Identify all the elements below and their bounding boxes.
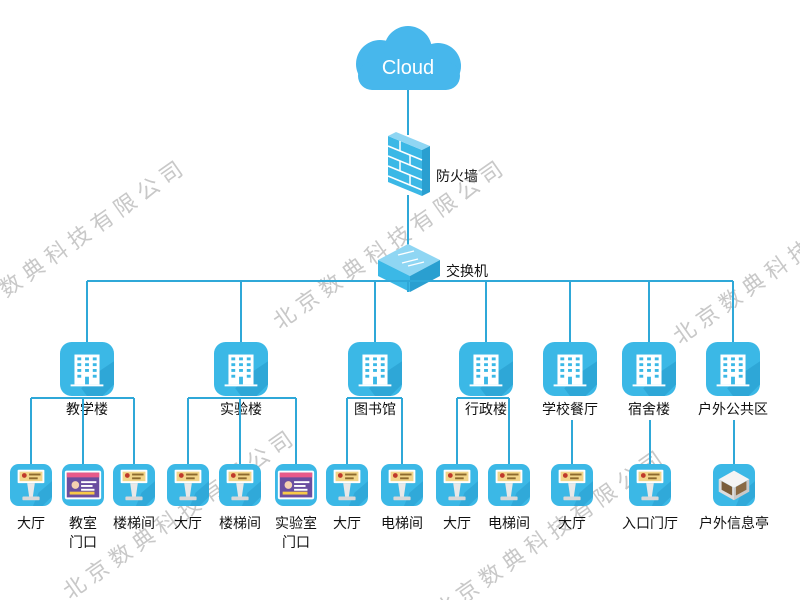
kiosk-icon <box>167 464 209 506</box>
device-label-line: 实验室 <box>275 515 317 532</box>
device-label: 户外信息亭 <box>699 515 769 532</box>
firewall-icon <box>387 132 430 196</box>
device-label: 楼梯间 <box>219 516 261 532</box>
cloud-icon: Cloud <box>356 26 461 90</box>
device-label: 大厅 <box>443 516 471 532</box>
device-label: 入口门厅 <box>622 516 678 532</box>
device-label-line: 门口 <box>69 535 97 551</box>
device-label-line: 大厅 <box>558 516 586 532</box>
device-label: 大厅 <box>558 516 586 532</box>
device-label-line: 楼梯间 <box>219 516 261 532</box>
building-icon <box>543 342 597 396</box>
device-label-line: 楼梯间 <box>113 516 155 532</box>
device-label-line: 大厅 <box>17 516 45 532</box>
building-label: 图书馆 <box>354 402 396 418</box>
building-icon <box>706 342 760 396</box>
kiosk-icon <box>436 464 478 506</box>
svg-text:北京数典科技有限公司: 北京数典科技有限公司 <box>59 424 303 600</box>
firewall-label: 防火墙 <box>436 169 478 185</box>
building-label: 教学楼 <box>66 402 108 418</box>
building-icon <box>214 342 268 396</box>
device-label: 大厅 <box>174 516 202 532</box>
device-label-line: 大厅 <box>174 516 202 532</box>
device-label-line: 入口门厅 <box>622 516 678 532</box>
outdoor-kiosk-icon <box>713 464 755 506</box>
kiosk-icon <box>551 464 593 506</box>
kiosk-icon <box>629 464 671 506</box>
building-icon <box>60 342 114 396</box>
building-label: 户外公共区 <box>698 401 768 418</box>
switch-label: 交换机 <box>446 263 488 280</box>
device-label-line: 电梯间 <box>488 516 530 532</box>
kiosk-icon <box>488 464 530 506</box>
switch-icon <box>378 244 440 292</box>
door-sign-icon <box>275 464 317 506</box>
building-icon <box>622 342 676 396</box>
building-label: 行政楼 <box>465 402 507 418</box>
building-icon <box>348 342 402 396</box>
device-label: 大厅 <box>17 516 45 532</box>
cloud-label: Cloud <box>382 57 434 79</box>
device-label: 电梯间 <box>381 516 423 532</box>
device-label-line: 大厅 <box>443 516 471 532</box>
svg-text:北京数典科技有限公司: 北京数典科技有限公司 <box>0 154 193 335</box>
kiosk-icon <box>381 464 423 506</box>
kiosk-icon <box>113 464 155 506</box>
building-icon <box>459 342 513 396</box>
device-label-line: 电梯间 <box>381 516 423 532</box>
device-label-line: 门口 <box>282 535 310 551</box>
kiosk-icon <box>326 464 368 506</box>
device-label: 教室门口 <box>69 515 97 551</box>
kiosk-icon <box>219 464 261 506</box>
device-label: 楼梯间 <box>113 516 155 532</box>
building-tree: 教学楼大厅教室门口楼梯间实验楼大厅楼梯间实验室门口图书馆大厅电梯间行政楼大厅电梯… <box>10 280 769 551</box>
svg-text:北京数典科技有限公司: 北京数典科技有限公司 <box>669 169 800 350</box>
device-label: 电梯间 <box>488 516 530 532</box>
kiosk-icon <box>10 464 52 506</box>
device-label: 实验室门口 <box>275 515 317 551</box>
building-label: 宿舍楼 <box>628 401 670 418</box>
device-label-line: 教室 <box>69 515 97 532</box>
device-label-line: 户外信息亭 <box>699 515 769 532</box>
building-label: 学校餐厅 <box>542 401 598 418</box>
device-label-line: 大厅 <box>333 516 361 532</box>
device-label: 大厅 <box>333 516 361 532</box>
door-sign-icon <box>62 464 104 506</box>
